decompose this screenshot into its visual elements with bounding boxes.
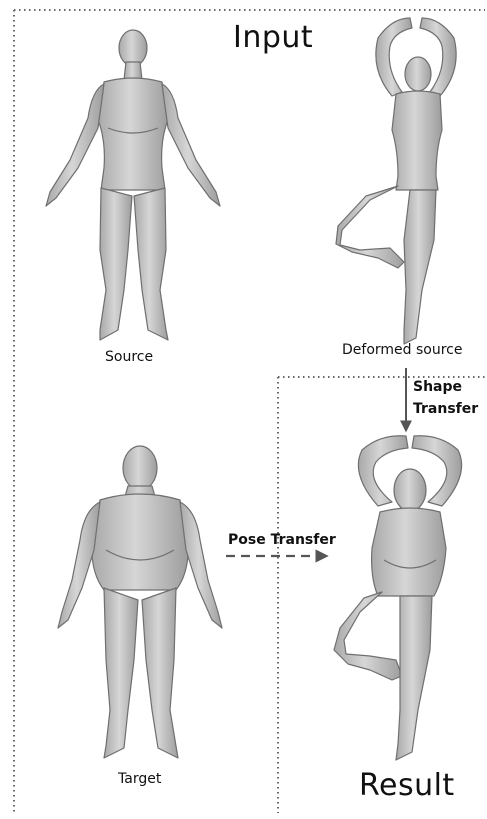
- source-left-arm: [46, 84, 104, 206]
- deformed-source-standing-leg: [404, 190, 436, 344]
- result-title: Result: [359, 768, 455, 803]
- target-right-leg: [142, 588, 178, 758]
- source-head: [119, 30, 147, 66]
- source-right-leg: [134, 188, 168, 340]
- shape-transfer-label-line1: Shape: [413, 376, 462, 398]
- target-caption: Target: [118, 771, 161, 787]
- deformed-source-torso: [392, 91, 442, 190]
- source-torso: [98, 78, 168, 190]
- input-title: Input: [233, 20, 313, 55]
- result-head: [394, 469, 426, 511]
- result-bent-leg: [334, 592, 402, 680]
- source-right-arm: [162, 84, 220, 206]
- result-torso: [372, 508, 446, 596]
- result-standing-leg: [396, 596, 432, 760]
- result-body: [334, 436, 462, 760]
- target-torso: [92, 494, 189, 590]
- target-left-leg: [104, 588, 138, 758]
- target-head: [123, 446, 157, 490]
- target-body: [58, 446, 222, 758]
- deformed-source-bent-leg: [336, 186, 404, 268]
- source-body: [46, 30, 220, 340]
- deformed-source-head: [405, 57, 431, 91]
- deformed-source-caption: Deformed source: [342, 342, 462, 358]
- pose-transfer-label: Pose Transfer: [228, 529, 336, 551]
- source-neck: [124, 62, 142, 80]
- source-left-leg: [100, 188, 132, 340]
- deformed-source-arm-left: [376, 18, 412, 96]
- deformed-source-body: [336, 18, 456, 344]
- source-caption: Source: [105, 349, 153, 365]
- shape-transfer-label-line2: Transfer: [413, 398, 478, 420]
